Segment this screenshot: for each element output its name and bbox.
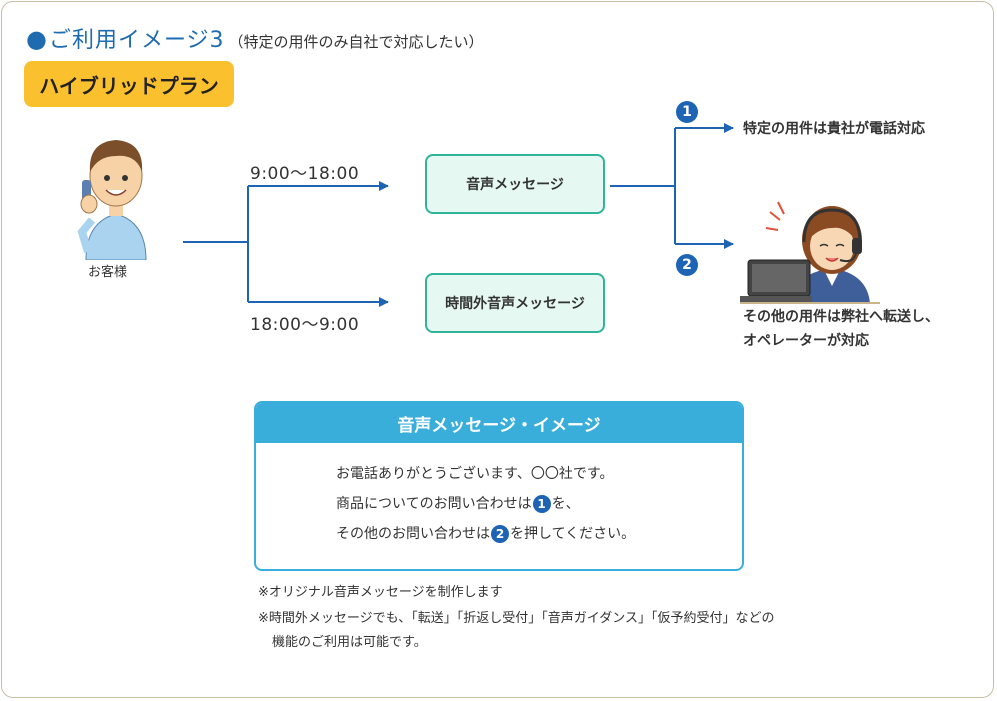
voice-line-3: その他のお問い合わせは 2 を押してください。: [336, 519, 635, 549]
man-on-phone-icon: [77, 140, 147, 260]
operator-with-headset-icon: [740, 201, 880, 304]
customer-label: お客様: [88, 265, 128, 280]
route-two-text-line2: オペレーターが対応: [743, 333, 869, 349]
title-main: ご利用イメージ3: [48, 28, 225, 53]
voice-message-box: 音声メッセージ・イメージ お電話ありがとうございます、〇〇社です。 商品について…: [254, 401, 744, 571]
night-label: 18:00〜9:00: [250, 315, 360, 335]
page-title: ● ご利用イメージ3 （特定の用件のみ自社で対応したい）: [26, 22, 484, 54]
voice-box-header: 音声メッセージ・イメージ: [256, 403, 742, 443]
voice-box-lines: お電話ありがとうございます、〇〇社です。 商品についてのお問い合わせは 1 を、…: [336, 459, 635, 549]
daytime-label: 9:00〜18:00: [250, 164, 360, 184]
voice-line-3-number-badge: 2: [491, 525, 509, 543]
route-one-badge: 1: [676, 101, 698, 123]
note-1: ※オリジナル音声メッセージを制作します: [258, 585, 503, 600]
note-2-line2: 機能のご利用は可能です。: [272, 635, 427, 650]
voice-line-1-text: お電話ありがとうございます、〇〇社です。: [336, 466, 614, 482]
voice-line-2: 商品についてのお問い合わせは 1 を、: [336, 489, 635, 519]
voice-line-2-number-badge: 1: [532, 495, 551, 513]
title-sub: （特定の用件のみ自社で対応したい）: [228, 33, 484, 51]
voice-line-1: お電話ありがとうございます、〇〇社です。: [336, 459, 635, 489]
voice-line-3-pre: その他のお問い合わせは: [336, 526, 490, 542]
title-bullet: ●: [26, 25, 47, 53]
daytime-message-box: 音声メッセージ: [425, 154, 605, 214]
voice-line-2-post: を、: [551, 496, 580, 512]
route-one-text: 特定の用件は貴社が電話対応: [743, 121, 925, 137]
night-message-box: 時間外音声メッセージ: [425, 273, 605, 333]
route-two-badge: 2: [676, 254, 698, 276]
voice-line-2-pre: 商品についてのお問い合わせは: [336, 496, 532, 512]
voice-line-3-post: を押してください。: [510, 526, 636, 542]
note-2-line1: ※時間外メッセージでも、「転送」「折返し受付」「音声ガイダンス」「仮予約受付」な…: [258, 611, 775, 626]
route-two-text-line1: その他の用件は弊社へ転送し、: [743, 309, 939, 325]
plan-badge: ハイブリッドプラン: [24, 61, 234, 107]
